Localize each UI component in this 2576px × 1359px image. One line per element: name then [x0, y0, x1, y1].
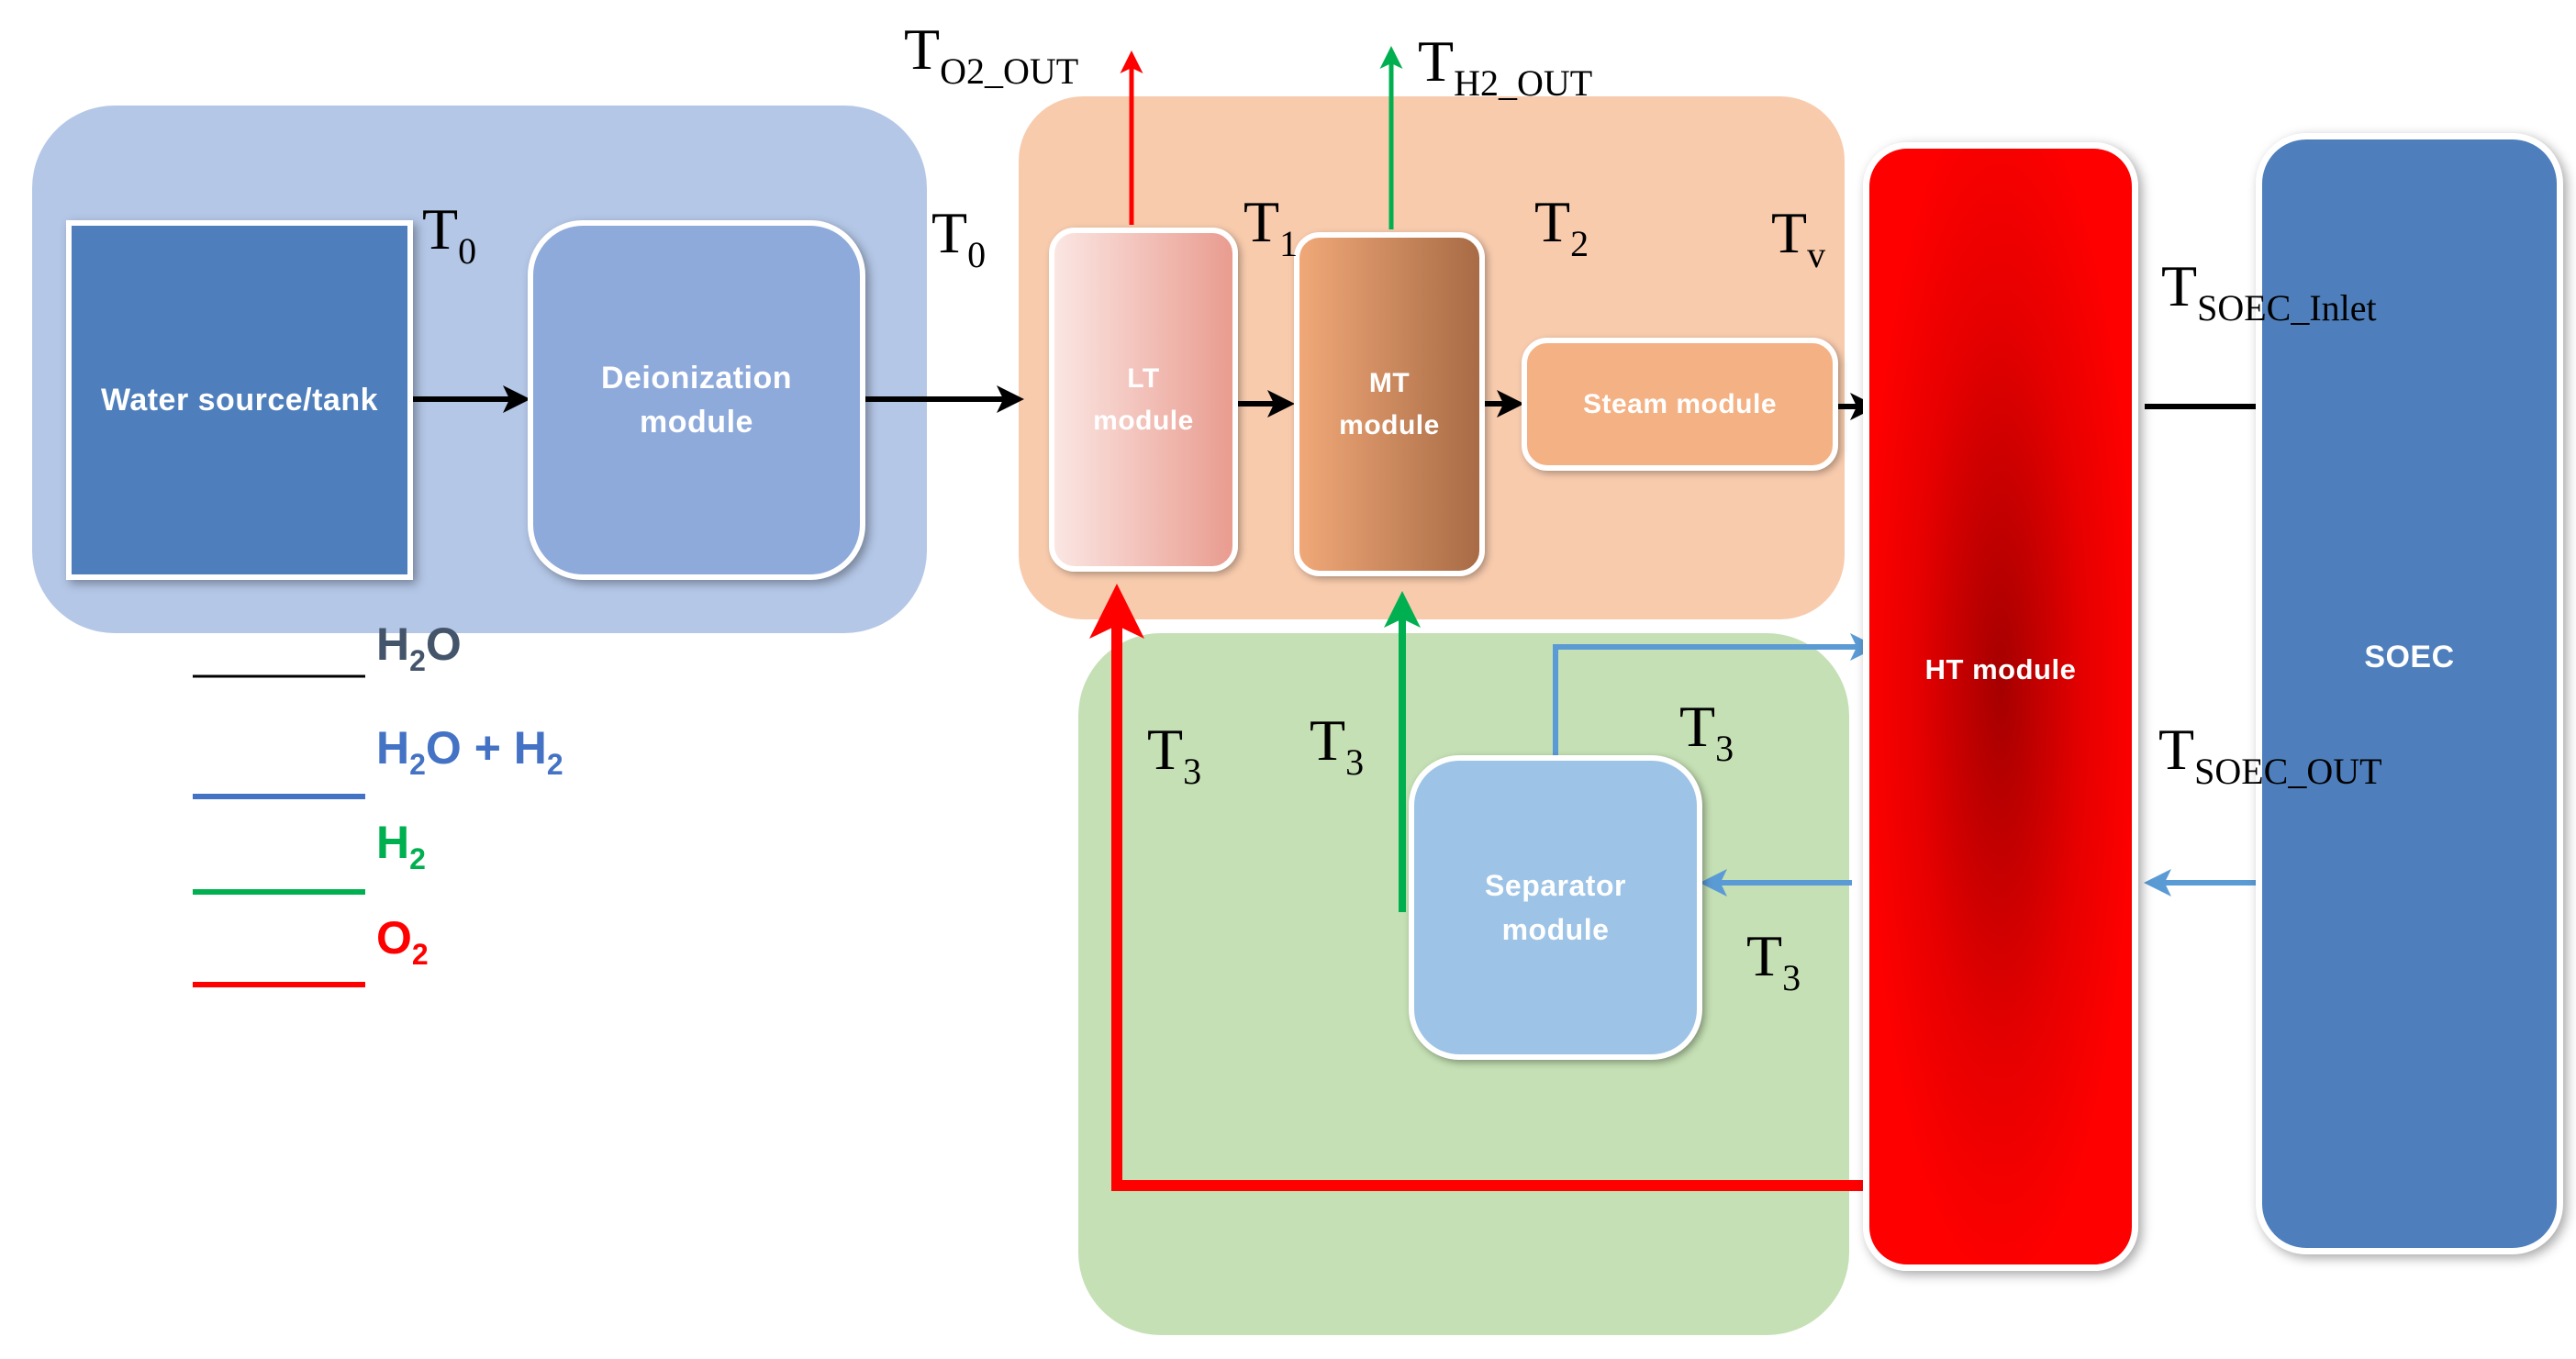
- legend-h2o: H2O: [376, 618, 462, 677]
- ht-module-label: HT module: [1924, 653, 2077, 685]
- temp-soec-out-label: TSOEC_OUT: [2158, 717, 2382, 792]
- legend-h2: H2: [376, 817, 426, 875]
- temp-t1-label: T1: [1243, 189, 1299, 264]
- steam-module-box: Steam module: [1522, 338, 1838, 471]
- mt-module-box: MT module: [1294, 232, 1485, 576]
- deionization-module-box: Deionization module: [528, 220, 865, 580]
- temp-t3-label: T3: [1310, 707, 1365, 783]
- soec-box: SOEC: [2256, 133, 2563, 1254]
- temp-o2-out-label: TO2_OUT: [904, 17, 1079, 92]
- temp-h2-out-label: TH2_OUT: [1418, 28, 1593, 104]
- water-source-tank-box: Water source/tank: [66, 220, 413, 580]
- temp-t2-label: T2: [1534, 189, 1589, 264]
- arrow-h2-return: [1384, 591, 1421, 912]
- temp-t3-label: T3: [1679, 694, 1734, 769]
- lt-module-label: LT module: [1093, 362, 1194, 436]
- legend-o2: O2: [376, 912, 429, 971]
- temp-soec-inlet-label: TSOEC_Inlet: [2161, 253, 2377, 329]
- mt-module-label: MT module: [1339, 367, 1440, 440]
- legend-h2o-h2: H2O + H2: [376, 722, 563, 781]
- temp-t3-label: T3: [1147, 717, 1202, 792]
- steam-module-label: Steam module: [1582, 388, 1778, 419]
- temp-t3-label: T3: [1746, 923, 1801, 998]
- separator-module-label: Separator module: [1485, 869, 1626, 946]
- temp-tv-label: Tv: [1771, 200, 1826, 275]
- arrow-sep-to-ht: [1553, 633, 1878, 757]
- separator-module-box: Separator module: [1409, 755, 1702, 1060]
- arrow-o2-return: [1089, 584, 1863, 1191]
- ht-module-box: HT module: [1863, 142, 2138, 1271]
- water-source-label: Water source/tank: [101, 382, 378, 418]
- temp-t0-label: T0: [931, 200, 987, 275]
- deionization-label: Deionization module: [600, 361, 793, 440]
- temp-t0-label: T0: [422, 196, 477, 272]
- soec-label: SOEC: [2364, 639, 2455, 674]
- lt-module-box: LT module: [1049, 228, 1238, 572]
